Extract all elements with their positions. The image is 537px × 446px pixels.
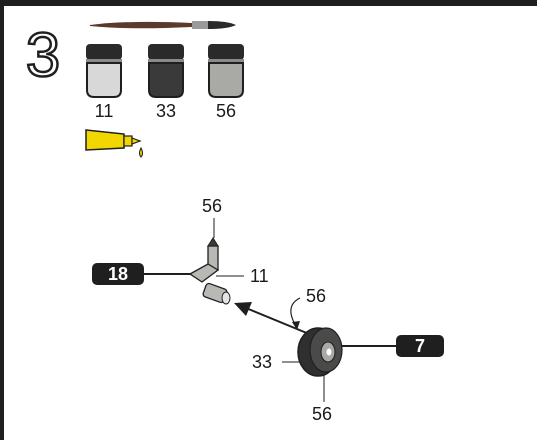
paint-pot-icon (86, 44, 122, 98)
glue-tube-icon (85, 129, 143, 158)
paint-code: 33 (155, 101, 177, 121)
paint-callout: 11 (250, 266, 269, 286)
paint-callout: 56 (306, 286, 327, 306)
part-number-tag: 7 (396, 335, 444, 357)
paint-code: 56 (215, 101, 237, 121)
strut-part (188, 237, 231, 305)
part-number-tag: 18 (92, 263, 144, 285)
assembly-drawing (144, 218, 396, 402)
assembly-arrow-icon (245, 307, 315, 337)
wheel-part (297, 327, 343, 377)
paint-callout: 56 (202, 196, 223, 216)
paint-callout: 33 (252, 352, 273, 372)
svg-text:3: 3 (26, 24, 60, 84)
paint-brush-icon (90, 21, 236, 29)
paint-pot-icon (208, 44, 244, 98)
paint-callout: 56 (312, 404, 333, 424)
paint-pot-icon (148, 44, 184, 98)
paint-code: 11 (94, 101, 114, 121)
step-number: 3 (25, 24, 62, 84)
